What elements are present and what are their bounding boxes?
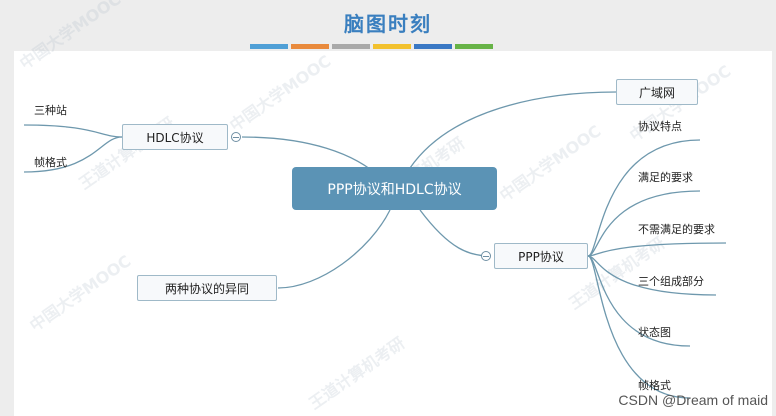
ppp-child-requirements[interactable]: 满足的要求 (638, 171, 693, 184)
link-central-wan (409, 91, 617, 169)
link-ppp-frame (587, 255, 691, 399)
ppp-collapse-toggle[interactable] (481, 251, 491, 261)
ppp-child-components[interactable]: 三个组成部分 (638, 275, 704, 288)
accent-bar-4 (373, 44, 411, 49)
ppp-child-frame-format[interactable]: 帧格式 (638, 379, 671, 392)
link-hdlc-frame (23, 136, 123, 173)
ppp-child-features[interactable]: 协议特点 (638, 120, 682, 133)
page-title: 脑图时刻 (344, 12, 432, 36)
hdlc-child-frame-format[interactable]: 帧格式 (34, 156, 67, 169)
link-ppp-requirements (587, 190, 701, 257)
ppp-child-state-diagram[interactable]: 状态图 (638, 326, 671, 339)
link-ppp-components (587, 255, 717, 296)
hdlc-child-stations[interactable]: 三种站 (34, 104, 67, 117)
compare-topic[interactable]: 两种协议的异同 (137, 275, 277, 301)
accent-bar-2 (291, 44, 329, 49)
central-topic[interactable]: PPP协议和HDLC协议 (292, 167, 497, 210)
accent-bar-3 (332, 44, 370, 49)
hdlc-collapse-toggle[interactable] (231, 132, 241, 142)
wan-topic[interactable]: 广域网 (616, 79, 698, 105)
accent-bar-1 (250, 44, 288, 49)
link-hdlc-stations (23, 124, 123, 138)
link-ppp-features (587, 139, 701, 257)
accent-bar-5 (414, 44, 452, 49)
link-ppp-state (587, 255, 691, 347)
ppp-topic[interactable]: PPP协议 (494, 243, 588, 269)
link-ppp-not-required (587, 242, 727, 257)
link-central-ppp (419, 209, 491, 257)
ppp-child-not-required[interactable]: 不需满足的要求 (638, 223, 715, 236)
link-central-compare (277, 209, 391, 289)
hdlc-topic[interactable]: HDLC协议 (122, 124, 228, 150)
footer-credit: CSDN @Dream of maid (618, 392, 768, 408)
mindmap-canvas (14, 51, 772, 416)
accent-bar-6 (455, 44, 493, 49)
